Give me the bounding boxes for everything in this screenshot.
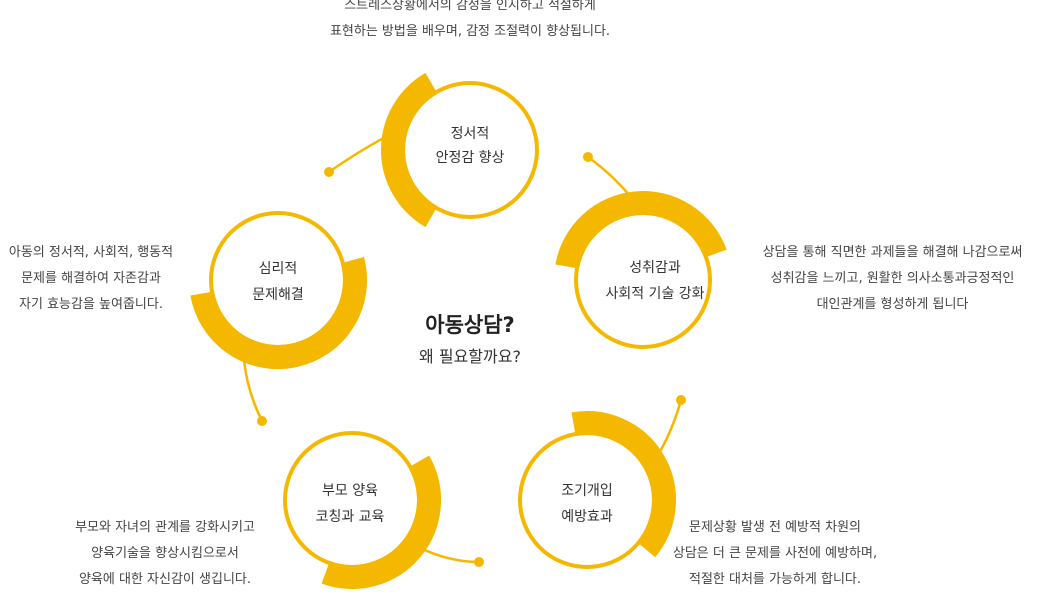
center-title: 아동상담? xyxy=(425,313,515,337)
description-line: 아동의 정서적, 사회적, 행동적 xyxy=(8,245,174,260)
description-right: 상담을 통해 직면한 과제들을 해결해 나감으로써 성취감을 느끼고, 원활한 … xyxy=(745,240,1040,318)
node-label-line2: 안정감 향상 xyxy=(435,150,505,166)
description-line: 문제를 해결하여 자존감과 xyxy=(21,271,161,286)
node-circle-social-arc xyxy=(555,191,727,270)
description-line: 부모와 자녀의 관계를 강화시키고 xyxy=(75,520,255,535)
connector-top-left-dot xyxy=(324,167,334,177)
node-label-line1: 정서적 xyxy=(450,126,490,142)
description-top: 스트레스상황에서의 감정을 인지하고 적절하게 표현하는 방법을 배우며, 감정… xyxy=(290,0,650,45)
description-line: 스트레스상황에서의 감정을 인지하고 적절하게 xyxy=(344,0,596,13)
node-circle-prevention-arc xyxy=(571,411,676,558)
node-social-skills: 성취감과 사회적 기술 강화 xyxy=(570,255,740,307)
center-subtitle: 왜 필요할까요? xyxy=(419,347,521,366)
description-line: 양육기술을 향상시킴으로서 xyxy=(91,546,239,561)
description-line: 상담을 통해 직면한 과제들을 해결해 나감으로써 xyxy=(762,245,1023,260)
node-label-line2: 사회적 기술 강화 xyxy=(605,286,705,302)
center-label: 아동상담? 왜 필요할까요? xyxy=(370,310,570,372)
description-bottom-right: 문제상황 발생 전 예방적 차원의 상담은 더 큰 문제를 사전에 예방하며, … xyxy=(640,515,910,593)
node-label-line1: 부모 양육 xyxy=(322,483,378,499)
connector-left-dot xyxy=(257,416,267,426)
description-line: 적절한 대처를 가능하게 합니다. xyxy=(688,572,861,587)
node-label-line2: 문제해결 xyxy=(252,287,304,303)
node-parent-coaching: 부모 양육 코칭과 교육 xyxy=(275,478,425,530)
description-line: 대인관계를 형성하게 됩니다 xyxy=(816,297,969,312)
description-line: 문제상황 발생 전 예방적 차원의 xyxy=(688,520,861,535)
node-emotional-stability: 정서적 안정감 향상 xyxy=(395,122,545,170)
node-label-line2: 코칭과 교육 xyxy=(315,509,385,525)
node-circle-emotional-arc xyxy=(381,72,438,228)
connector-bottom-dot xyxy=(474,557,484,567)
node-circle-psych-arc xyxy=(190,257,368,370)
node-problem-solving: 심리적 문제해결 xyxy=(203,256,353,308)
description-line: 상담은 더 큰 문제를 사전에 예방하며, xyxy=(672,546,878,561)
description-left: 아동의 정서적, 사회적, 행동적 문제를 해결하여 자존감과 자기 효능감을 … xyxy=(0,240,182,318)
node-circle-parenting-arc xyxy=(321,455,441,590)
node-label-line1: 조기개입 xyxy=(561,483,613,499)
description-line: 표현하는 방법을 배우며, 감정 조절력이 향상됩니다. xyxy=(329,24,611,39)
node-label-line1: 성취감과 xyxy=(629,260,681,276)
description-line: 자기 효능감을 높여줍니다. xyxy=(19,297,163,312)
node-label-line2: 예방효과 xyxy=(561,509,613,525)
description-bottom-left: 부모와 자녀의 관계를 강화시키고 양육기술을 향상시킴으로서 양육에 대한 자… xyxy=(40,515,290,593)
description-line: 양육에 대한 자신감이 생깁니다. xyxy=(78,572,251,587)
circle-nodes xyxy=(190,72,727,590)
node-early-intervention: 조기개입 예방효과 xyxy=(512,478,662,530)
connector-bottom xyxy=(419,546,480,564)
node-label-line1: 심리적 xyxy=(258,261,298,277)
connector-right-bottom-dot xyxy=(676,395,686,405)
description-line: 성취감을 느끼고, 원활한 의사소통과긍정적인 xyxy=(770,271,1015,286)
connector-top-right-dot xyxy=(583,152,593,162)
